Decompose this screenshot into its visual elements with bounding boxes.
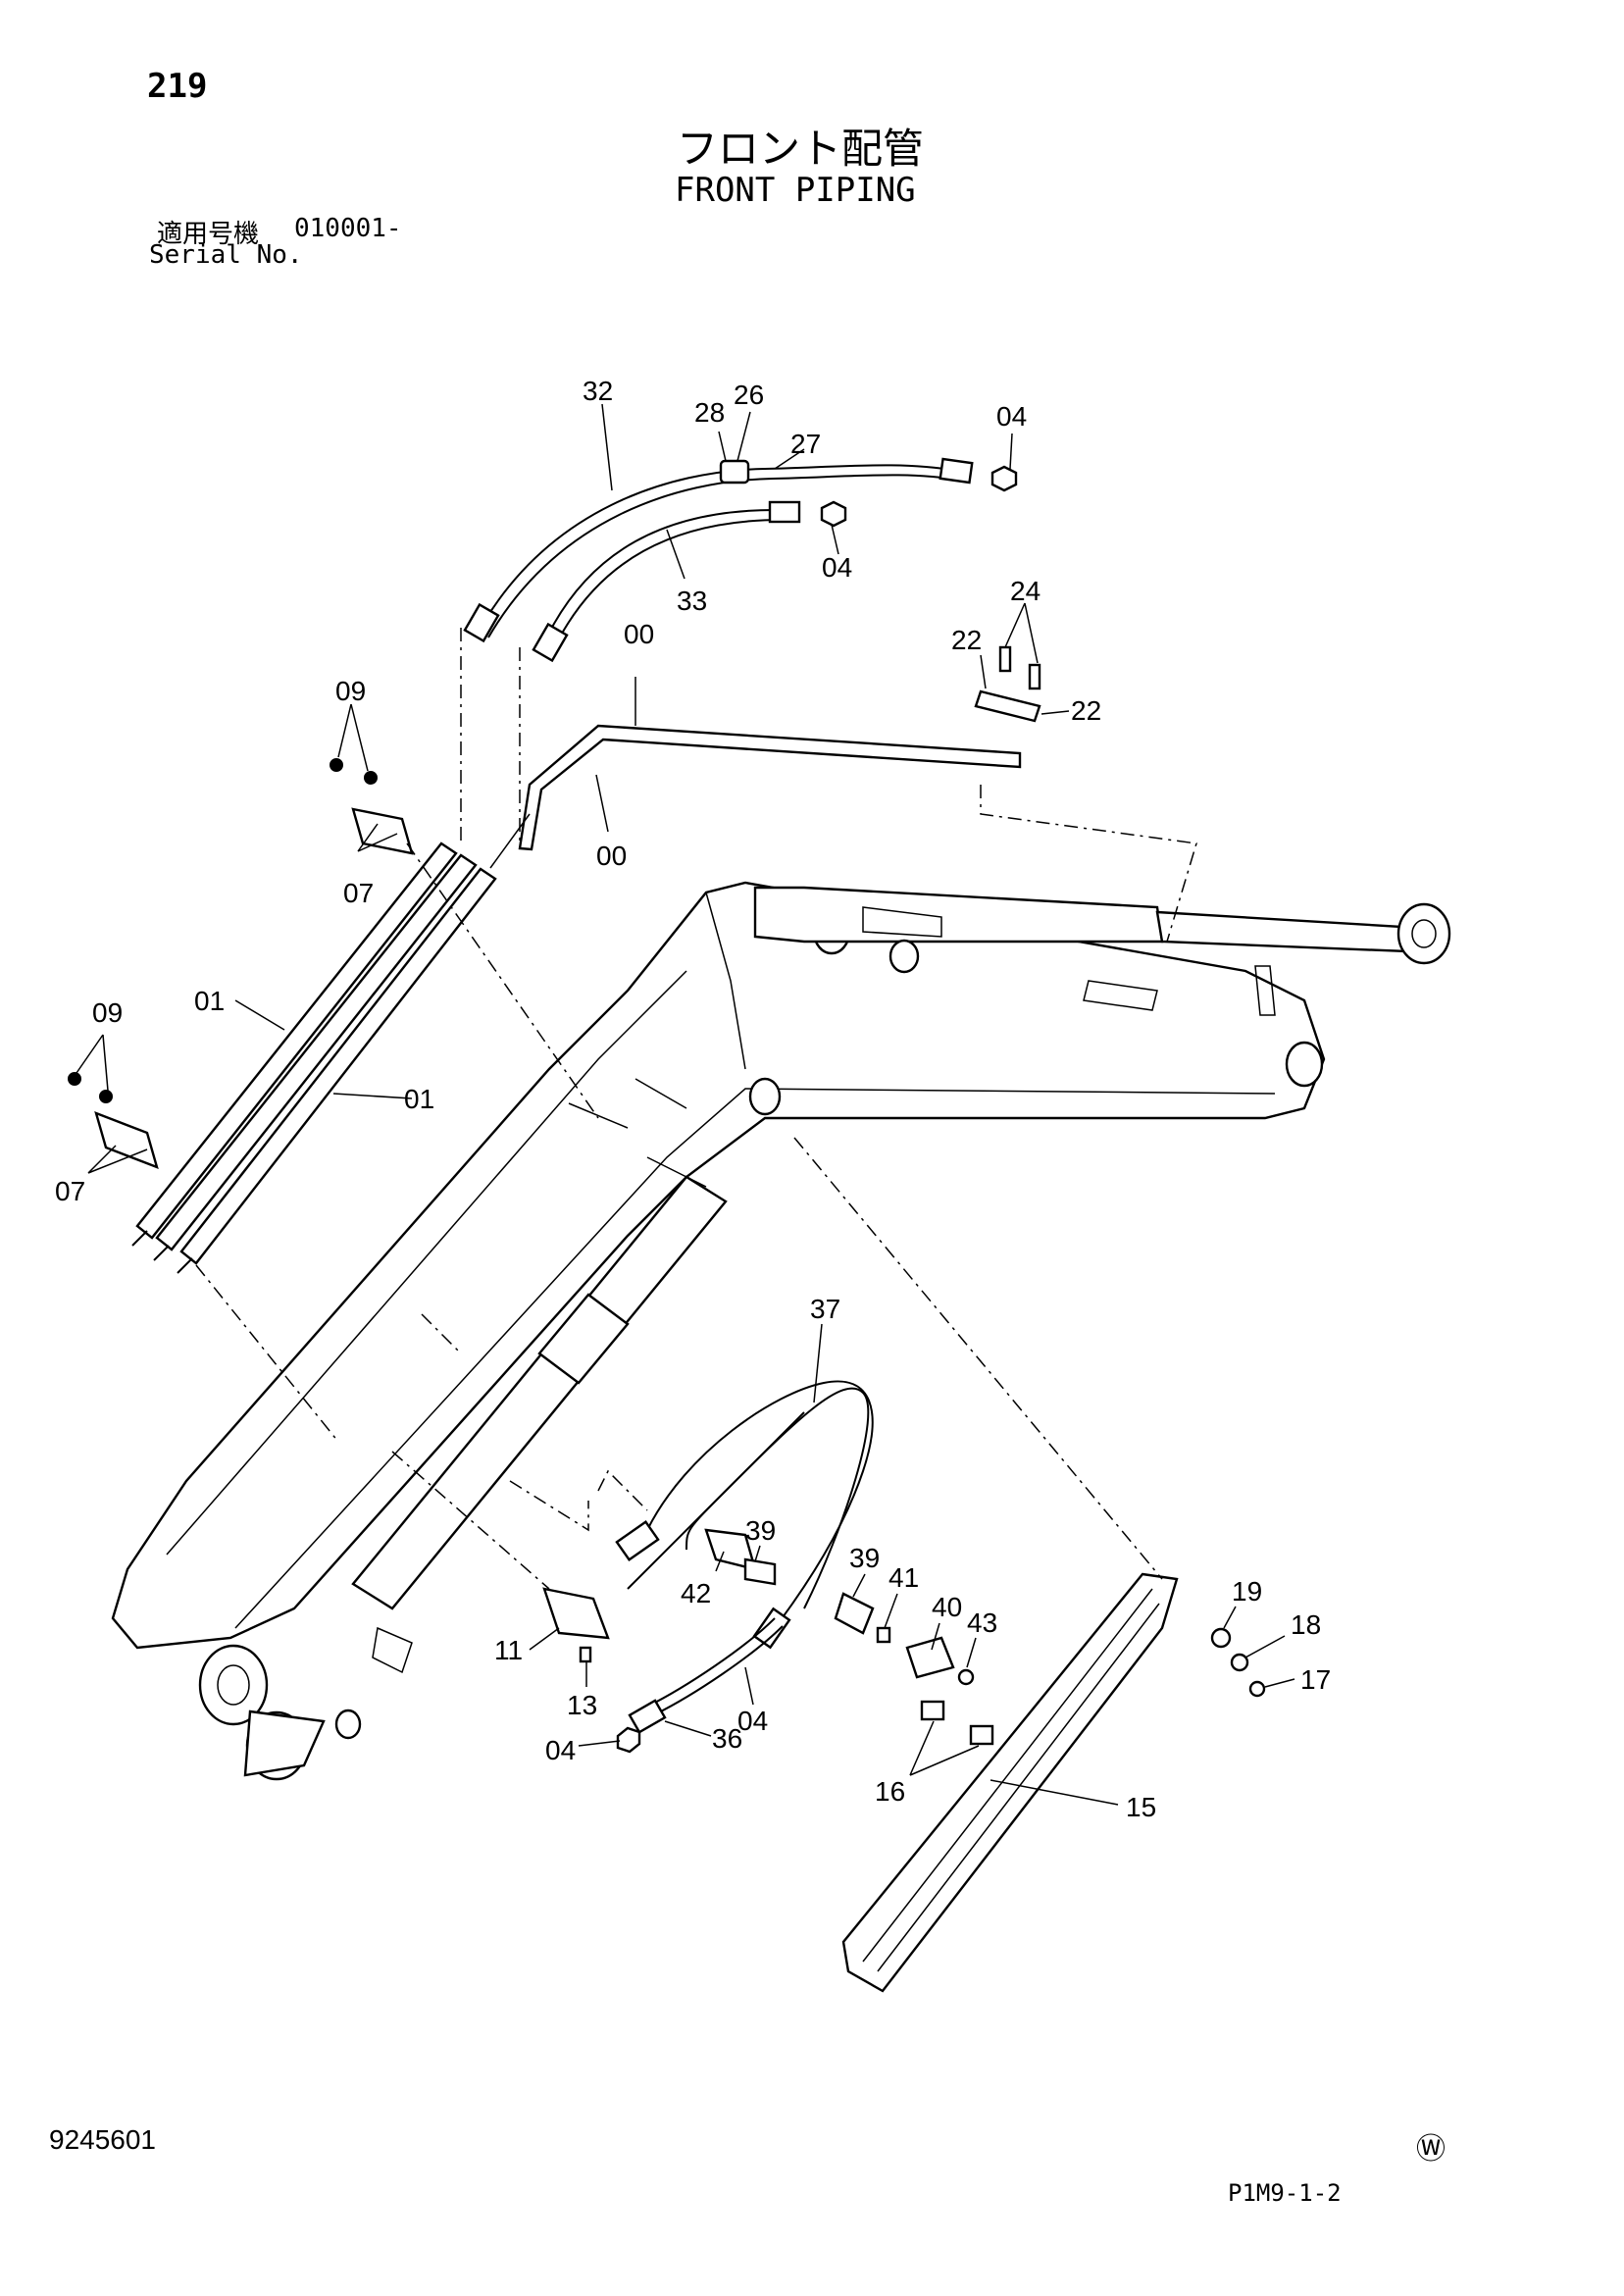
pipe-assembly-01 bbox=[131, 842, 497, 1274]
callout-22-a: 22 bbox=[951, 625, 982, 655]
serial-label-jp: 適用号機 bbox=[157, 220, 260, 249]
hose-37 bbox=[615, 1380, 874, 1650]
callout-07-lower: 07 bbox=[55, 1176, 85, 1206]
callout-16: 16 bbox=[875, 1776, 905, 1807]
callout-32: 32 bbox=[583, 376, 613, 406]
cover-15 bbox=[841, 1572, 1266, 1993]
page-title-en: FRONT PIPING bbox=[675, 171, 916, 210]
clamp-22-24 bbox=[974, 645, 1041, 723]
callout-40: 40 bbox=[932, 1592, 962, 1622]
callout-39-b: 39 bbox=[849, 1543, 880, 1573]
callout-01-a: 01 bbox=[194, 986, 225, 1016]
serial-range: 010001- bbox=[294, 214, 402, 243]
callout-37: 37 bbox=[810, 1294, 840, 1324]
boom-cylinder bbox=[243, 1175, 728, 1781]
callout-28: 28 bbox=[694, 397, 725, 428]
callout-36: 36 bbox=[712, 1723, 742, 1754]
assembly-lines bbox=[195, 628, 1197, 1590]
callout-07-upper: 07 bbox=[343, 878, 374, 908]
callout-11: 11 bbox=[494, 1635, 523, 1665]
callout-24: 24 bbox=[1010, 576, 1040, 606]
hose-36 bbox=[616, 1617, 784, 1754]
callout-09-upper: 09 bbox=[335, 676, 366, 706]
page-title-jp: フロント配管 bbox=[677, 125, 925, 173]
watermark-mark: Ⓦ bbox=[1416, 2132, 1446, 2167]
leader-lines bbox=[76, 403, 1295, 1806]
callout-39-a: 39 bbox=[745, 1515, 776, 1546]
callout-22-b: 22 bbox=[1071, 695, 1101, 726]
callout-43: 43 bbox=[967, 1607, 997, 1638]
drawing-number: 9245601 bbox=[49, 2124, 157, 2155]
callout-27: 27 bbox=[790, 429, 821, 459]
callout-labels: 32 28 26 27 04 33 04 24 22 22 00 00 09 0… bbox=[55, 376, 1331, 1822]
serial-label-en: Serial No. bbox=[149, 240, 303, 270]
clamp-07-lower bbox=[68, 1072, 159, 1169]
callout-01-b: 01 bbox=[404, 1084, 434, 1114]
callout-15: 15 bbox=[1126, 1792, 1156, 1822]
callout-09-lower: 09 bbox=[92, 997, 123, 1028]
callout-04-mid: 04 bbox=[822, 552, 852, 583]
page-number: 219 bbox=[147, 67, 208, 106]
callout-18: 18 bbox=[1291, 1609, 1321, 1640]
callout-41: 41 bbox=[888, 1562, 919, 1593]
pipe-00 bbox=[489, 724, 1022, 869]
callout-00-a: 00 bbox=[624, 619, 654, 649]
callout-17: 17 bbox=[1300, 1664, 1331, 1695]
callout-13: 13 bbox=[567, 1690, 597, 1720]
callout-00-b: 00 bbox=[596, 841, 627, 871]
sheet-code: P1M9-1-2 bbox=[1228, 2179, 1342, 2207]
arm-cylinder bbox=[753, 886, 1451, 1016]
clamp-07-upper bbox=[330, 758, 414, 855]
callout-04-low-a: 04 bbox=[545, 1735, 576, 1765]
callout-19: 19 bbox=[1232, 1576, 1262, 1607]
callout-42: 42 bbox=[681, 1578, 711, 1608]
callout-26: 26 bbox=[734, 380, 764, 410]
callout-33: 33 bbox=[677, 586, 707, 616]
hoses-32-33 bbox=[463, 457, 1018, 663]
brackets-small-parts bbox=[542, 1528, 975, 1686]
callout-04-top: 04 bbox=[996, 401, 1027, 432]
callout-04-low-b: 04 bbox=[737, 1706, 768, 1736]
